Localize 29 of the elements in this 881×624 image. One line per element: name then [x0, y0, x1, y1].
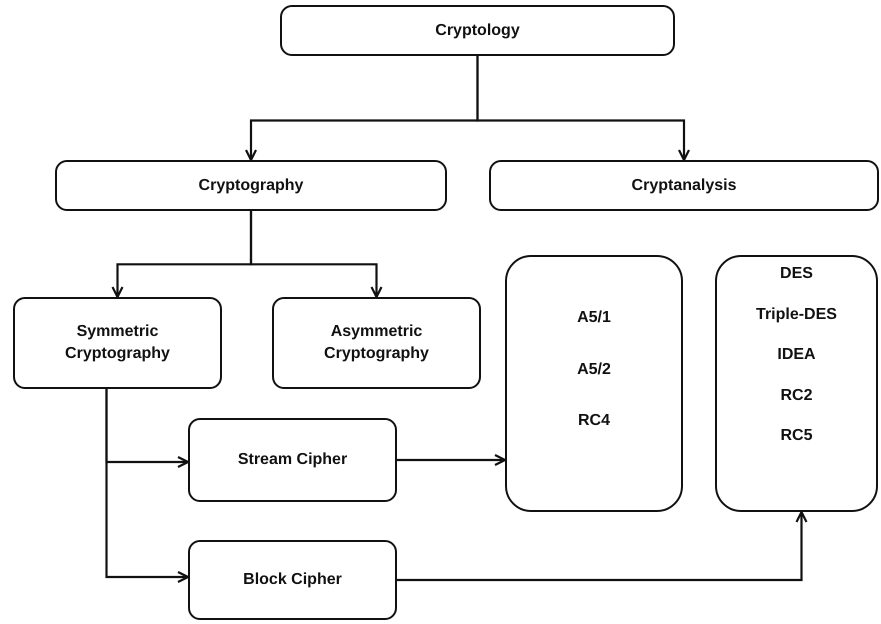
box-label: Stream Cipher [238, 450, 348, 470]
process-box [188, 540, 397, 620]
list-box [505, 255, 683, 512]
arrow [397, 454, 506, 466]
arrow [476, 56, 690, 162]
arrow [250, 211, 383, 298]
process-box [272, 297, 481, 389]
box-label: Block Cipher [243, 570, 342, 590]
list-box [715, 255, 878, 512]
cipher-name: Triple-DES [756, 304, 837, 325]
cipher-name: RC5 [780, 426, 812, 446]
process-box [489, 160, 879, 211]
box-label: Asymmetric Cryptography [323, 322, 430, 364]
process-box [55, 160, 447, 211]
box-label: Cryptography [198, 176, 304, 196]
cipher-name: IDEA [777, 345, 816, 366]
cipher-name: A5/1 [577, 308, 611, 328]
cipher-name: DES [780, 264, 813, 284]
box-label: Cryptology [435, 20, 520, 41]
process-box [280, 5, 675, 56]
arrow [397, 510, 808, 582]
cipher-name: A5/2 [577, 360, 611, 380]
cipher-name: RC2 [780, 386, 812, 406]
process-box [13, 297, 222, 389]
arrow [105, 389, 190, 584]
process-box [188, 418, 397, 502]
box-label: Cryptanalysis [632, 176, 736, 196]
cipher-name: RC4 [578, 411, 610, 432]
box-label: Symmetric Cryptography [64, 322, 171, 364]
